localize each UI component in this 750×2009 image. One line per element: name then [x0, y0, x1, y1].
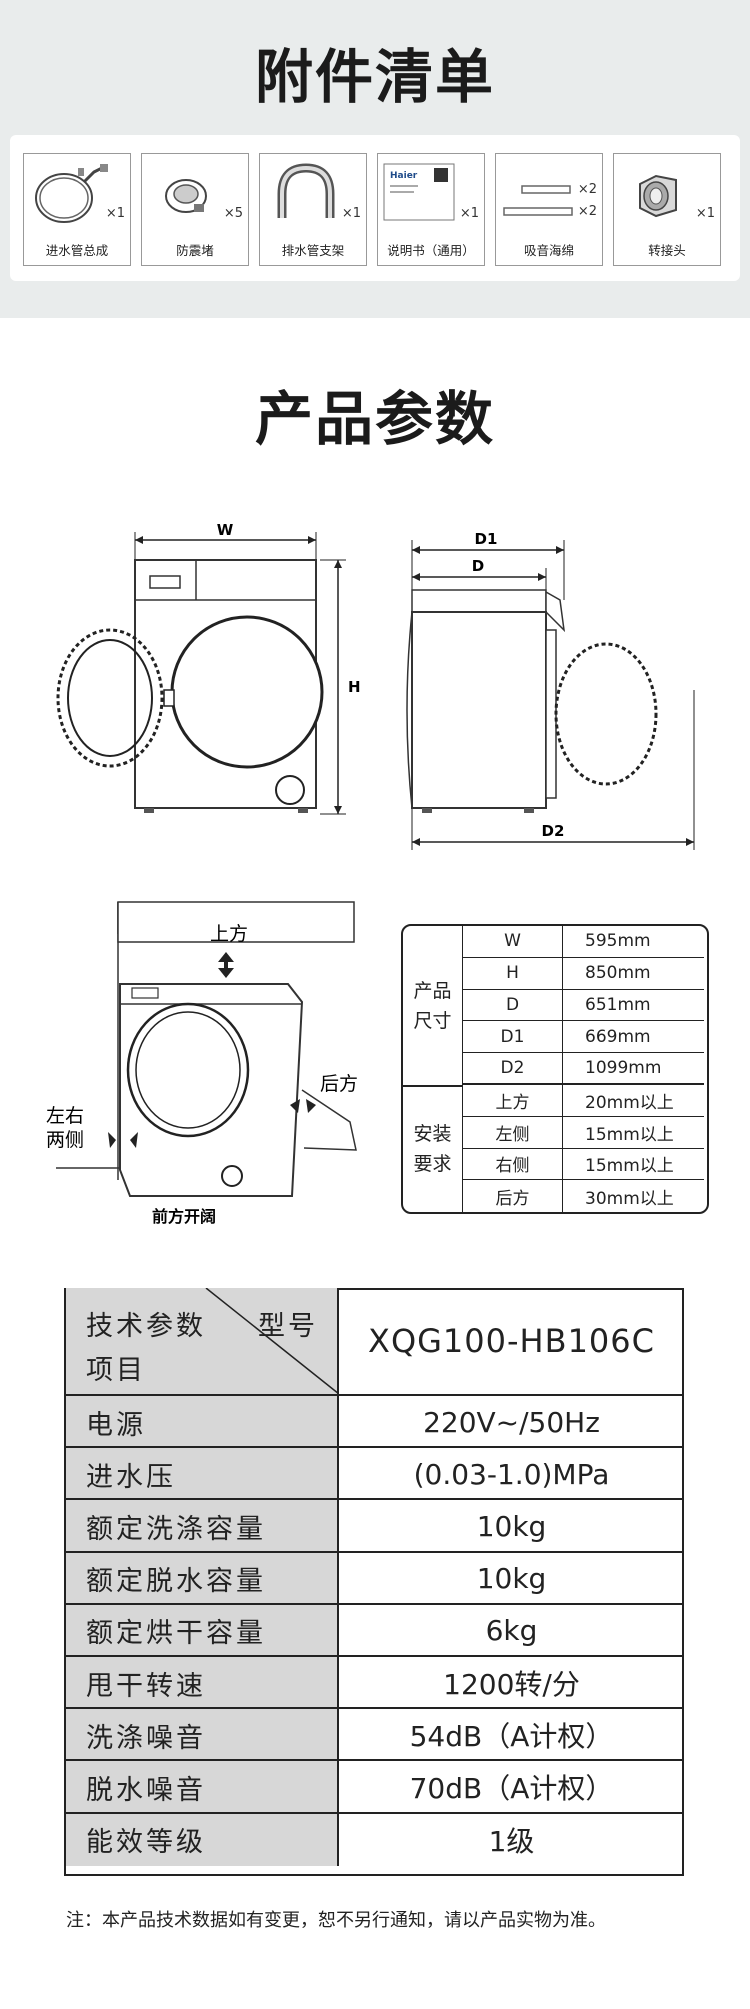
accessories-list: ×1 进水管总成 ×5 防震堵 ×1 排水管支架 Haier ×1 说明书（通用… [10, 135, 740, 281]
footnote: 注：本产品技术数据如有变更，恕不另行通知，请以产品实物为准。 [66, 1910, 606, 1931]
spec-value: 70dB（A计权） [409, 1772, 614, 1806]
accessory-label: 说明书（通用） [387, 243, 475, 258]
sponge-icon [503, 185, 573, 216]
width-label: W [217, 521, 234, 539]
accessory-label: 防震堵 [176, 243, 214, 258]
spec-row: 额定洗涤容量 10kg [66, 1498, 682, 1553]
spec-label: 电源 [66, 1396, 339, 1449]
dim-value: 669mm [563, 1021, 704, 1054]
accessory-item: ×1 进水管总成 [23, 153, 131, 266]
accessory-item: ×5 防震堵 [141, 153, 249, 266]
spec-row: 洗涤噪音 54dB（A计权） [66, 1707, 682, 1762]
install-sides-label-2: 两侧 [46, 1129, 84, 1151]
spec-value: 1200转/分 [443, 1668, 580, 1702]
dim-key: 左侧 [463, 1116, 563, 1149]
spec-label: 额定脱水容量 [66, 1552, 339, 1605]
adapter-icon [639, 174, 677, 218]
spec-value: 1级 [488, 1824, 535, 1858]
spec-model-value: XQG100-HB106C [368, 1322, 655, 1360]
spec-row: 进水压 (0.03-1.0)MPa [66, 1446, 682, 1501]
depth2-label: D2 [542, 822, 565, 840]
manual-brand-text: Haier [390, 171, 418, 181]
install-front-label: 前方开阔 [152, 1207, 216, 1226]
dim-key: 上方 [463, 1085, 563, 1117]
accessory-item: Haier ×1 说明书（通用） [377, 153, 485, 266]
dim-group-product-size: 产品 尺寸 [403, 926, 463, 1087]
dim-value: 30mm以上 [585, 1188, 674, 1209]
depth-label: D [472, 557, 484, 575]
installation-diagram: 上方 后方 左右 两侧 前方开阔 [46, 901, 358, 1226]
dim-value: 595mm [563, 926, 704, 958]
dim-value: 15mm以上 [563, 1117, 704, 1149]
dim-key: W [463, 926, 563, 958]
dim-value: 15mm以上 [563, 1149, 704, 1181]
accessory-item: ×1 转接头 [613, 153, 721, 266]
spec-row: 电源 220V~/50Hz [66, 1394, 682, 1449]
accessory-qty: ×1 [695, 206, 715, 221]
dim-value: 850mm [563, 958, 704, 990]
accessory-item: ×2 ×2 吸音海绵 [495, 153, 603, 266]
dim-key: 后方 [463, 1180, 563, 1212]
dim-value: 1099mm [563, 1053, 704, 1085]
spec-header-cell: 技术参数 型号 项目 [66, 1288, 339, 1394]
spec-value: 220V~/50Hz [423, 1405, 600, 1439]
dim-key: D2 [463, 1053, 563, 1085]
dim-value: 20mm以上 [563, 1085, 704, 1117]
dim-value: 651mm [563, 990, 704, 1022]
accessory-qty: ×2 [577, 204, 597, 219]
spec-label: 额定洗涤容量 [66, 1500, 339, 1553]
accessories-title: 附件清单 [254, 43, 495, 111]
depth1-label: D1 [475, 530, 498, 548]
header-diagonal [205, 1288, 339, 1394]
front-view-diagram: W H [56, 521, 361, 815]
accessory-label: 排水管支架 [281, 243, 345, 258]
hose-icon [35, 164, 108, 223]
dim-group-install-req: 安装 要求 [403, 1085, 463, 1212]
spec-value: (0.03-1.0)MPa [413, 1457, 610, 1491]
height-label: H [348, 678, 361, 696]
accessory-label: 进水管总成 [45, 243, 109, 258]
spec-header-row: 技术参数 型号 项目 XQG100-HB106C [66, 1288, 682, 1394]
dim-key: D1 [463, 1021, 563, 1054]
spec-label: 洗涤噪音 [66, 1709, 339, 1762]
spec-row: 甩干转速 1200转/分 [66, 1655, 682, 1710]
spec-row: 额定烘干容量 6kg [66, 1602, 682, 1657]
spec-label: 能效等级 [66, 1813, 339, 1866]
spec-value: 10kg [476, 1509, 547, 1543]
dim-key: D [463, 989, 563, 1022]
install-back-label: 后方 [320, 1073, 358, 1095]
spec-label: 进水压 [66, 1448, 339, 1501]
spec-label: 脱水噪音 [66, 1761, 339, 1814]
accessory-qty: ×1 [341, 206, 361, 221]
spec-header-bottom: 项目 [86, 1355, 146, 1386]
spec-row: 脱水噪音 70dB（A计权） [66, 1759, 682, 1814]
bracket-icon [277, 163, 335, 218]
spec-value: 54dB（A计权） [409, 1720, 614, 1754]
install-sides-label: 左右 [46, 1105, 84, 1127]
accessory-label: 吸音海绵 [523, 243, 574, 258]
spec-label: 甩干转速 [66, 1657, 339, 1710]
spec-header-top: 技术参数 [86, 1311, 206, 1342]
spec-row: 额定脱水容量 10kg [66, 1550, 682, 1605]
spec-row: 能效等级 1级 [66, 1811, 682, 1866]
accessory-qty: ×1 [105, 206, 125, 221]
dim-key: H [463, 957, 563, 990]
side-view-diagram: D1 D D2 [406, 530, 695, 850]
dim-key: 右侧 [463, 1148, 563, 1181]
accessory-qty: ×1 [459, 206, 479, 221]
install-top-label: 上方 [210, 923, 248, 945]
accessory-qty: ×2 [577, 182, 597, 197]
spec-header-model: 型号 [258, 1311, 318, 1342]
spec-label: 额定烘干容量 [66, 1604, 339, 1657]
plug-icon [165, 179, 207, 213]
manual-icon: Haier [383, 163, 455, 221]
accessory-item: ×1 排水管支架 [259, 153, 367, 266]
accessory-qty: ×5 [223, 206, 243, 221]
accessory-label: 转接头 [648, 243, 686, 258]
spec-value: 6kg [485, 1614, 538, 1648]
params-title: 产品参数 [254, 385, 495, 453]
spec-value: 10kg [476, 1562, 547, 1596]
